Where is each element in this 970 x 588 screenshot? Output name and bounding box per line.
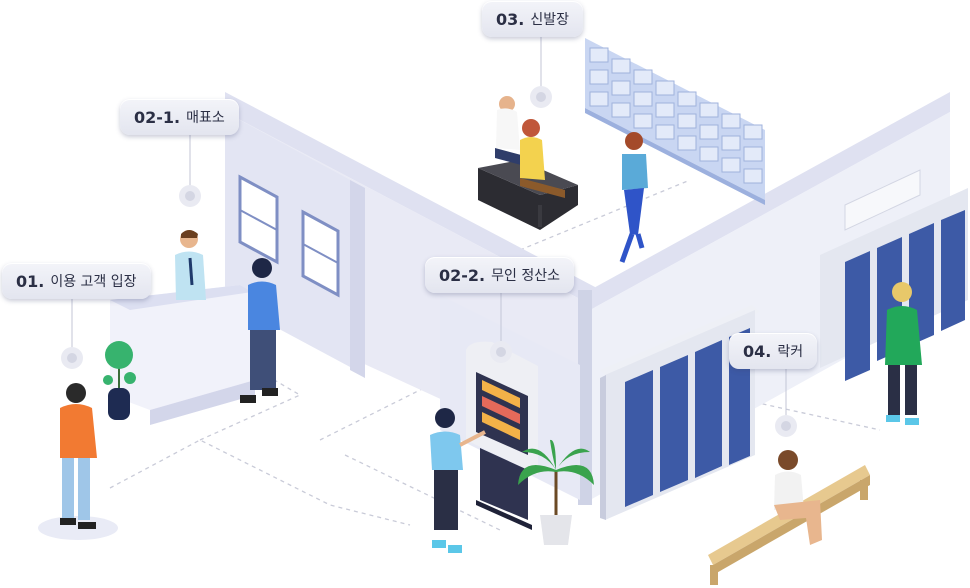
self-payment-kiosk <box>466 341 538 530</box>
kiosk-user <box>430 408 486 553</box>
shoe-rack <box>585 38 765 205</box>
entering-customer <box>38 383 118 540</box>
station-number: 01. <box>16 271 45 291</box>
air-conditioner <box>844 169 921 231</box>
palm-plant <box>518 439 594 545</box>
marker-shoe <box>530 37 552 108</box>
station-number: 02-2. <box>439 265 486 285</box>
station-label-ticket-office: 02-1. 매표소 <box>120 99 239 135</box>
locker-user-standing <box>885 282 922 425</box>
station-number: 03. <box>496 9 525 29</box>
potted-plant <box>103 341 136 420</box>
station-text: 매표소 <box>186 110 225 126</box>
station-text: 무인 정산소 <box>491 268 560 284</box>
customer-at-counter <box>240 258 280 403</box>
locker-user-seated <box>774 450 822 545</box>
station-text: 락커 <box>777 344 804 360</box>
seated-person-woman <box>520 119 565 198</box>
walking-woman <box>619 132 648 263</box>
station-number: 02-1. <box>134 107 181 127</box>
station-text: 이용 고객 입장 <box>50 274 137 290</box>
station-markers <box>61 37 797 437</box>
station-label-locker: 04. 락커 <box>729 333 818 369</box>
receptionist <box>175 230 206 300</box>
station-label-entry: 01. 이용 고객 입장 <box>2 263 151 299</box>
station-number: 04. <box>743 341 772 361</box>
station-text: 신발장 <box>530 12 569 28</box>
station-label-shoe-locker: 03. 신발장 <box>482 1 583 37</box>
marker-entry <box>61 298 83 369</box>
marker-locker <box>775 369 797 437</box>
marker-store <box>179 134 201 207</box>
marker-kiosk <box>490 292 512 363</box>
station-label-kiosk: 02-2. 무인 정산소 <box>425 257 574 293</box>
windows <box>238 174 340 298</box>
